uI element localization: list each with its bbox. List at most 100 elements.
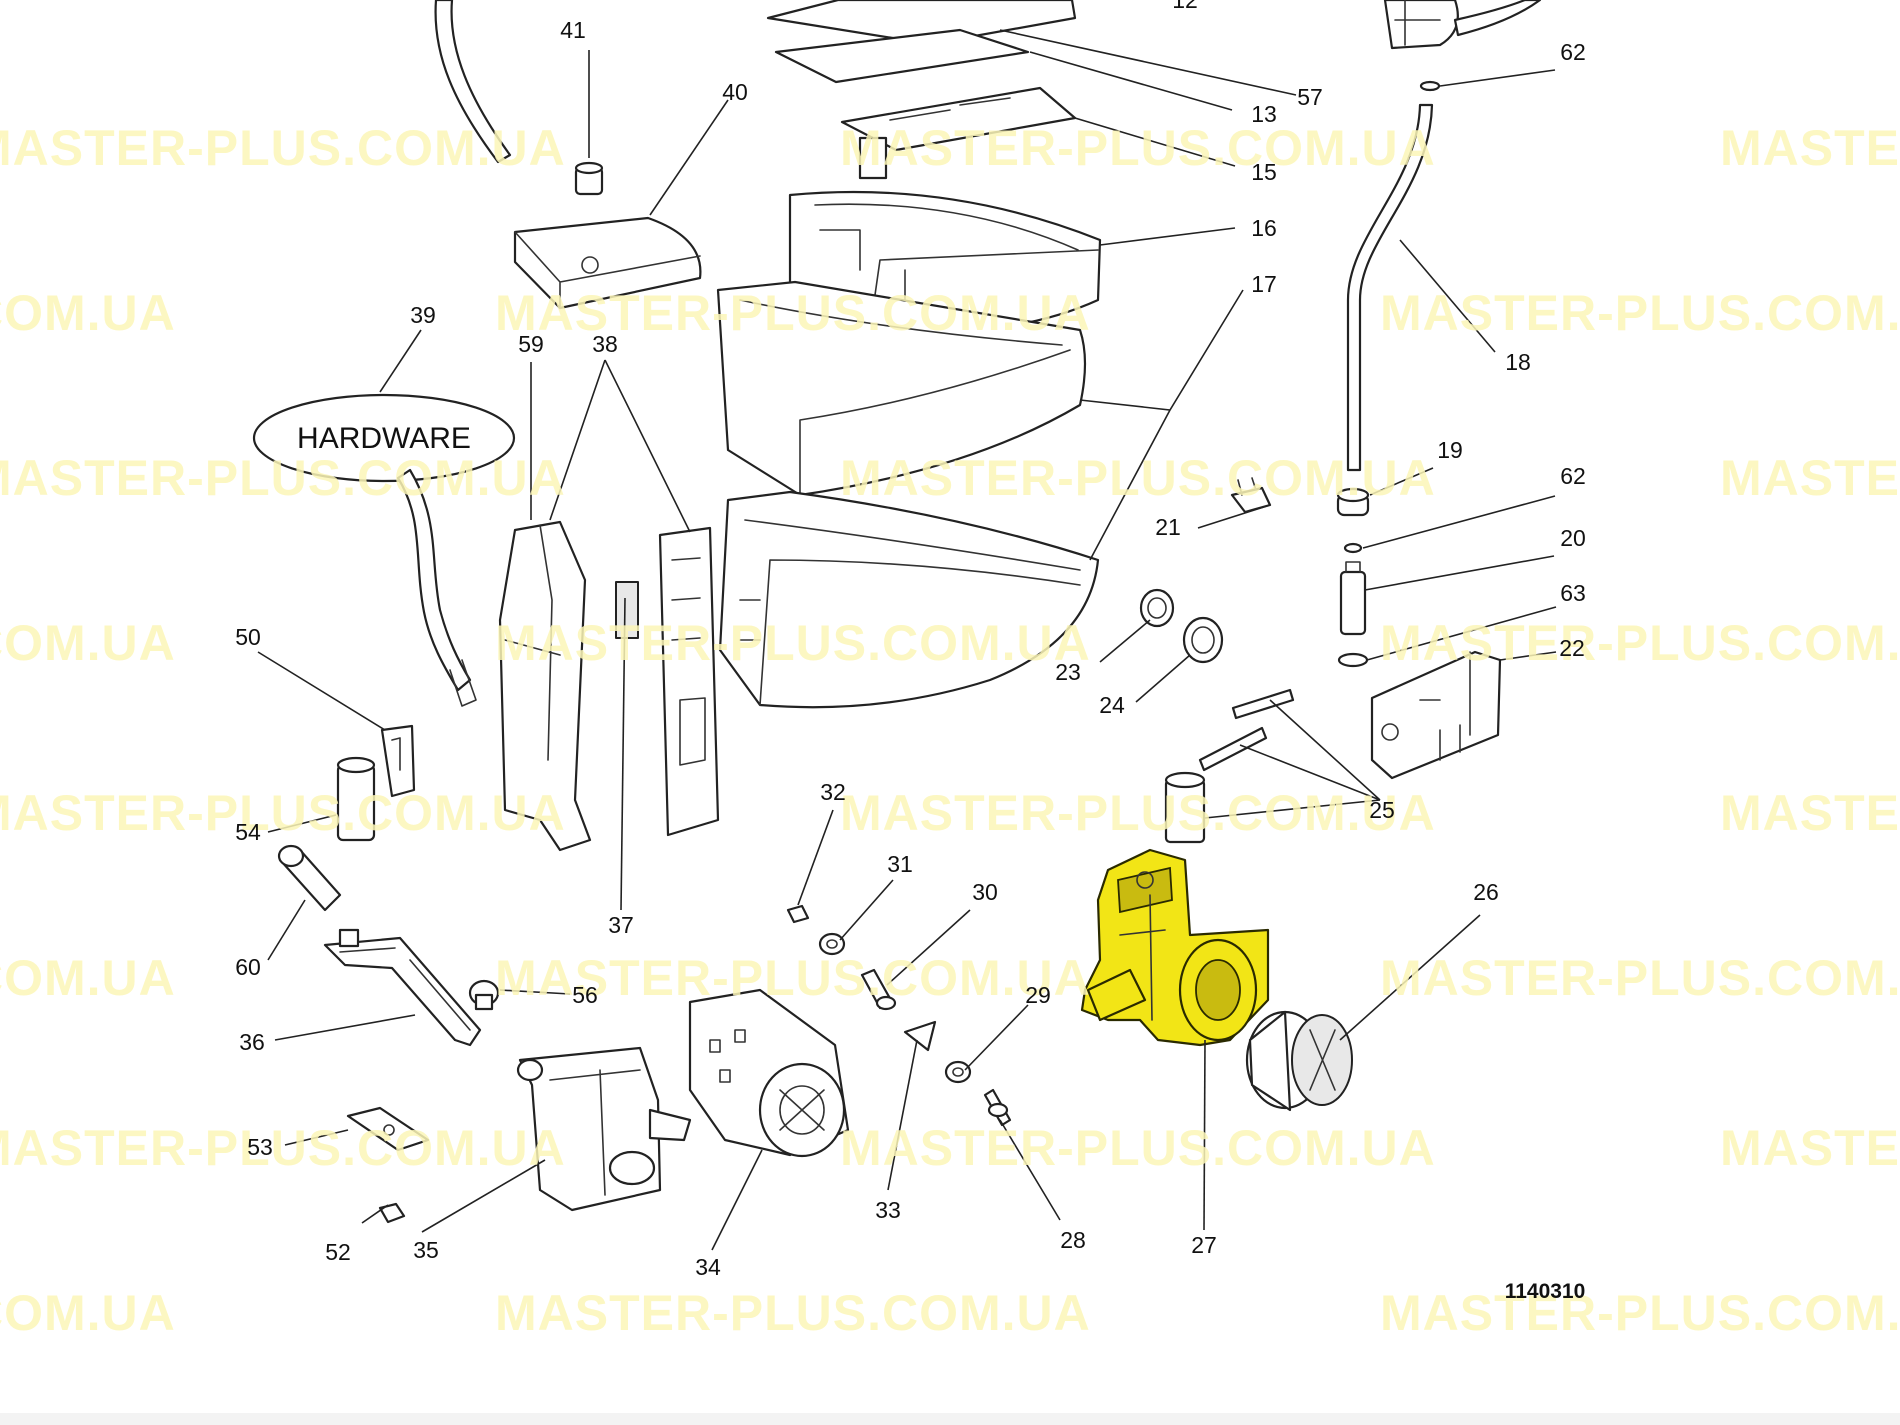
callout-34: 34: [695, 1254, 721, 1280]
part-40-panel-tray: [513, 216, 702, 310]
callout-39: 39: [410, 302, 436, 328]
part-35-pump-motor: [516, 1046, 692, 1212]
watermark: MASTER-PLUS.COM.UA: [1720, 785, 1900, 841]
callout-53: 53: [247, 1134, 273, 1160]
watermark: MASTER-PLUS.COM.UA: [1380, 285, 1900, 341]
watermark: MASTER-PLUS.COM.UA: [495, 615, 1091, 671]
callout-labels: 12 41 40 57 13 15 16 17 62 18 39 59 38 1…: [235, 0, 1586, 1280]
part-36-heating-element: [323, 928, 482, 1047]
callout-28: 28: [1060, 1227, 1086, 1253]
watermark: MASTER-PLUS.COM.UA: [840, 1120, 1436, 1176]
watermark: MASTER-PLUS.COM.UA: [0, 785, 566, 841]
watermark: MASTER-PLUS.COM.UA: [1720, 120, 1900, 176]
watermark: MASTER-PLUS.COM.UA: [0, 285, 176, 341]
callout-24: 24: [1099, 692, 1125, 718]
part-54-capacitor: [336, 756, 376, 842]
callout-17: 17: [1251, 271, 1277, 297]
watermark: MASTER-PLUS.COM.UA: [495, 285, 1091, 341]
part-19-air-chamber-cap: [1336, 487, 1370, 517]
callout-29: 29: [1025, 982, 1051, 1008]
watermark: MASTER-PLUS.COM.UA: [0, 1120, 566, 1176]
callout-35: 35: [413, 1237, 439, 1263]
callout-32: 32: [820, 779, 846, 805]
callout-25: 25: [1369, 797, 1395, 823]
part-23-cap: [1139, 588, 1175, 628]
part-32-nut: [786, 904, 810, 924]
part-20-air-chamber: [1339, 561, 1367, 636]
part-hose-top-left: [434, 0, 512, 164]
part-wire-harness: [396, 468, 477, 707]
part-13-gasket-sheet: [774, 28, 1030, 84]
part-12-pressure-switch: [1383, 0, 1542, 50]
watermark: MASTER-PLUS.COM.UA: [0, 1285, 176, 1341]
callout-56: 56: [572, 982, 598, 1008]
part-29-nut: [944, 1060, 972, 1084]
part-17-dispenser-housing-bottom: [718, 490, 1100, 709]
callout-60: 60: [235, 954, 261, 980]
callout-31: 31: [887, 851, 913, 877]
watermark: MASTER-PLUS.COM.UA: [495, 950, 1091, 1006]
part-39-hardware-bag: [252, 393, 516, 483]
callout-62-mid: 62: [1560, 463, 1586, 489]
part-17-dispenser-housing-top: [716, 280, 1087, 497]
callout-62-top: 62: [1560, 39, 1586, 65]
watermark-layer: MASTER-PLUS.COM.UA MASTER-PLUS.COM.UA MA…: [0, 120, 1900, 1341]
callout-22: 22: [1559, 635, 1585, 661]
part-53-mount-plate: [346, 1106, 430, 1152]
callout-23: 23: [1055, 659, 1081, 685]
callout-20: 20: [1560, 525, 1586, 551]
part-41-knob: [574, 161, 604, 196]
part-62-oring-top: [1419, 80, 1441, 92]
part-63-oring-low: [1337, 652, 1369, 668]
watermark: MASTER-PLUS.COM.UA: [840, 785, 1436, 841]
part-52-nut: [378, 1202, 406, 1224]
watermark: MASTER-PLUS.COM.UA: [840, 450, 1436, 506]
watermark: MASTER-PLUS.COM.UA: [1380, 1285, 1900, 1341]
part-22-door-interlock: [1370, 650, 1502, 780]
callout-50: 50: [235, 624, 261, 650]
part-28-bolt: [983, 1088, 1012, 1127]
part-56-grommet: [468, 979, 500, 1011]
callout-33: 33: [875, 1197, 901, 1223]
callout-19: 19: [1437, 437, 1463, 463]
watermark: MASTER-PLUS.COM.UA: [1720, 1120, 1900, 1176]
part-31-washer: [818, 932, 846, 956]
part-50-capacitor-bracket: [380, 724, 416, 798]
watermark: MASTER-PLUS.COM.UA: [0, 120, 566, 176]
callout-26: 26: [1473, 879, 1499, 905]
watermark: MASTER-PLUS.COM.UA: [1380, 615, 1900, 671]
callout-40: 40: [722, 79, 748, 105]
drawing-number: 1140310: [1505, 1280, 1586, 1303]
hardware-label: HARDWARE: [297, 422, 471, 455]
part-59-bracket: [498, 520, 592, 852]
watermark: MASTER-PLUS.COM.UA: [0, 450, 566, 506]
callout-57: 57: [1297, 84, 1323, 110]
callout-37: 37: [608, 912, 634, 938]
callout-27: 27: [1191, 1232, 1217, 1258]
callout-16: 16: [1251, 215, 1277, 241]
callout-54: 54: [235, 819, 261, 845]
callout-36: 36: [239, 1029, 265, 1055]
watermark: MASTER-PLUS.COM.UA: [1720, 450, 1900, 506]
callout-63: 63: [1560, 580, 1586, 606]
callout-21: 21: [1155, 514, 1181, 540]
callout-15: 15: [1251, 159, 1277, 185]
callout-41: 41: [560, 17, 586, 43]
callout-18: 18: [1505, 349, 1531, 375]
part-30-bolt: [860, 968, 897, 1011]
part-24-cap: [1182, 616, 1224, 664]
leader-lines: [257, 29, 1557, 1251]
callout-12: 12: [1172, 0, 1198, 13]
watermark: MASTER-PLUS.COM.UA: [1380, 950, 1900, 1006]
part-38-control-board: [615, 526, 720, 837]
callout-30: 30: [972, 879, 998, 905]
part-60-connector: [277, 844, 342, 912]
watermark: MASTER-PLUS.COM.UA: [495, 1285, 1091, 1341]
watermark: MASTER-PLUS.COM.UA: [840, 120, 1436, 176]
part-25-fasteners: [1164, 688, 1295, 844]
part-33-clip: [903, 1020, 937, 1052]
watermark: MASTER-PLUS.COM.UA: [0, 615, 176, 671]
callout-59: 59: [518, 331, 544, 357]
